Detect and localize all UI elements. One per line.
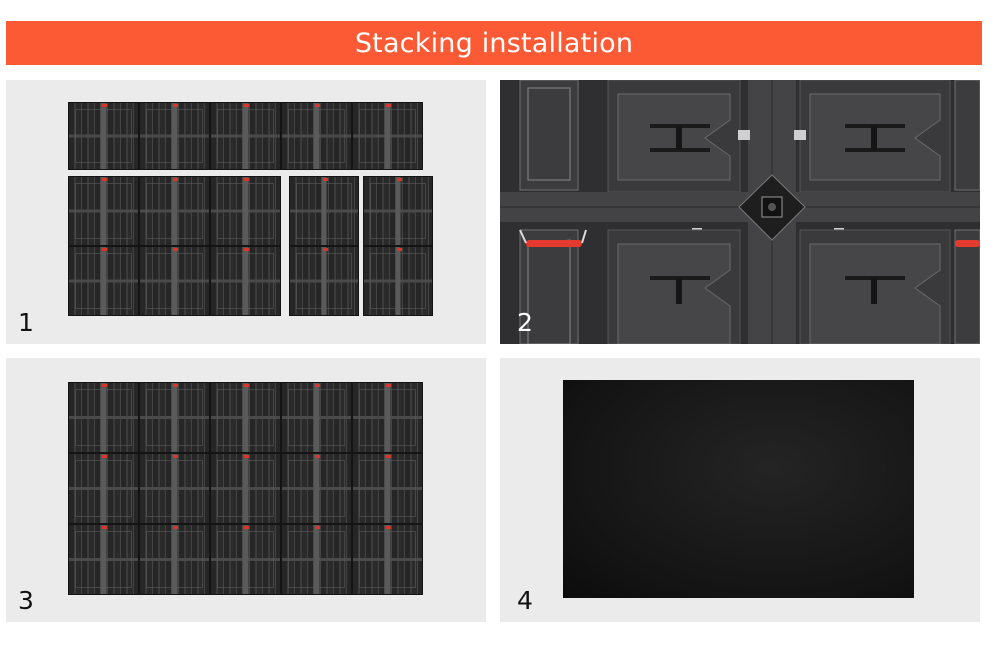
red-handle [526,240,582,247]
led-cabinet [139,524,210,595]
latch [738,130,750,140]
led-cabinet [281,102,352,170]
step-4-panel: 4 [500,358,980,622]
led-cabinet [289,176,359,246]
step-number: 3 [18,586,34,615]
led-cabinet [210,382,281,453]
step-number: 1 [18,308,34,337]
red-handle [955,240,980,247]
finished-led-screen [563,380,914,598]
cabinet-connection-closeup [500,80,980,344]
led-cabinet [68,382,139,453]
latch [794,130,806,140]
cabinet-bottom-right [799,229,980,344]
step-number: 4 [517,586,533,615]
step-3-panel: 3 [6,358,486,622]
led-cabinet [68,246,139,316]
led-cabinet [68,176,139,246]
step-number: 2 [517,308,533,337]
section-title: Stacking installation [354,27,634,59]
led-cabinet [139,102,210,170]
led-cabinet [210,246,281,316]
led-cabinet [289,246,359,316]
cabinet-top-left [519,80,741,193]
led-cabinet [352,524,423,595]
led-cabinet [352,453,423,524]
center-connector-plate [738,174,806,241]
led-cabinet [139,382,210,453]
led-cabinet [68,102,139,170]
led-cabinet [210,176,281,246]
led-cabinet [68,524,139,595]
led-cabinet [210,102,281,170]
cabinet-top-right [799,80,980,193]
led-cabinet [210,524,281,595]
led-cabinet [281,453,352,524]
led-cabinet [139,176,210,246]
led-cabinet [281,524,352,595]
cabinet-bottom-left [519,229,741,344]
led-cabinet [352,382,423,453]
led-cabinet [352,102,423,170]
led-cabinet [281,382,352,453]
led-cabinet [210,453,281,524]
led-cabinet [139,246,210,316]
led-cabinet [139,453,210,524]
led-cabinet [363,176,433,246]
led-cabinet [68,453,139,524]
step-2-panel: 2 [500,80,980,344]
section-title-banner: Stacking installation [6,21,982,65]
step-1-panel: 1 [6,80,486,344]
led-cabinet [363,246,433,316]
